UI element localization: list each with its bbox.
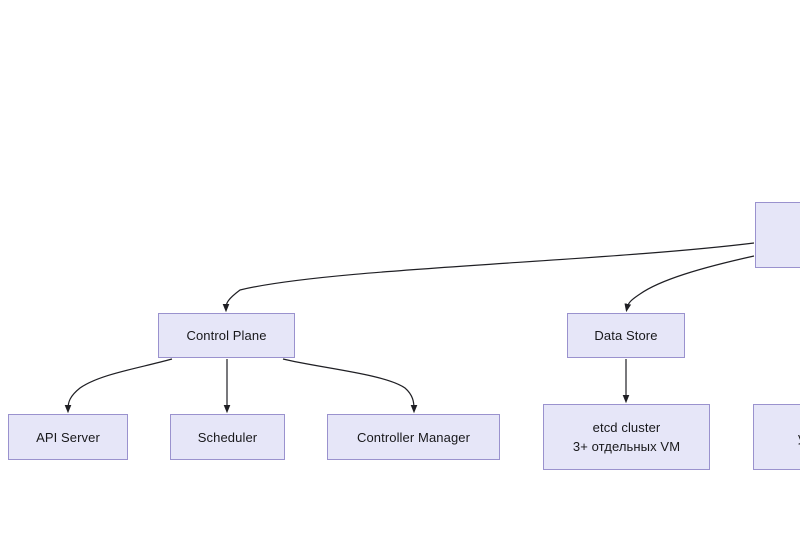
node-api-server[interactable]: API Server: [8, 414, 128, 460]
node-label: Scheduler: [197, 429, 258, 445]
node-etcd-cluster[interactable]: etcd cluster 3+ отдельных VM: [543, 404, 710, 470]
node-data-store[interactable]: Data Store: [567, 313, 685, 358]
edge-control-plane-to-controller-manager: [282, 358, 418, 414]
node-controller-manager[interactable]: Controller Manager: [327, 414, 500, 460]
edge-root-to-data-store: [624, 255, 755, 313]
node-label: Controller Manager: [356, 429, 471, 445]
node-label: etcd cluster: [592, 420, 661, 435]
node-label: уста: [798, 428, 800, 447]
node-scheduler[interactable]: Scheduler: [170, 414, 285, 460]
node-control-plane[interactable]: Control Plane: [158, 313, 295, 358]
node-label: API Server: [36, 429, 100, 445]
node-label: Control Plane: [186, 328, 267, 343]
node-cluster-root[interactable]: КРаз: [755, 202, 800, 268]
node-label: Data Store: [594, 328, 658, 343]
node-label: 3+ отдельных VM: [572, 439, 681, 454]
edge-control-plane-to-api-server: [64, 358, 173, 414]
edge-root-to-control-plane: [222, 242, 755, 313]
node-install-node[interactable]: уста: [753, 404, 800, 470]
